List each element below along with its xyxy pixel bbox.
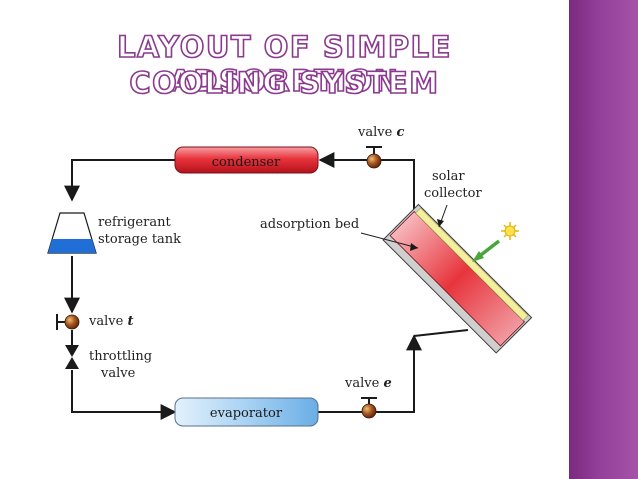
pipe-throttling-to-evaporator	[71, 370, 177, 420]
valve-t-label: valve t	[89, 313, 133, 330]
adsorption-bed-label: adsorption bed	[260, 217, 360, 232]
valve-c-letter: c	[396, 125, 405, 140]
valve-c-label-text: valve	[358, 125, 397, 140]
condenser-unit	[174, 146, 319, 174]
refrigerant-tank	[47, 212, 97, 254]
valve-e-label-text: valve	[345, 376, 384, 391]
condenser-label: condenser	[212, 155, 281, 170]
leader-adsorption-bed-head	[410, 243, 418, 251]
pipe-lines	[64, 152, 469, 420]
slide-title-line-2: COOLING SYSTEM	[129, 65, 440, 101]
solar-collector-label-line1: solar	[432, 169, 465, 184]
valve-e	[361, 397, 377, 419]
valve-t	[56, 314, 80, 330]
decorative-side-bar	[569, 0, 638, 479]
throttling-valve	[65, 345, 79, 369]
solar-collector-assembly	[382, 203, 533, 354]
sun-icon	[501, 222, 519, 240]
valve-t-label-text: valve	[89, 314, 128, 329]
pipe-condenser-to-tank	[64, 159, 175, 202]
pipe-bed-bottom-connector	[413, 329, 469, 337]
refrigerant-liquid	[48, 239, 96, 253]
evaporator-label: evaporator	[210, 406, 283, 421]
pipe-bed-to-condenser	[318, 152, 415, 222]
pipe-evaporator-to-bed	[318, 334, 422, 413]
valve-e-letter: e	[383, 376, 392, 391]
refrigerant-tank-label: refrigerant storage tank	[98, 214, 181, 248]
refrigerant-tank-label-line1: refrigerant	[98, 215, 171, 230]
refrigerant-tank-label-line2: storage tank	[98, 232, 182, 247]
evaporator-unit	[174, 397, 319, 427]
leader-solar-head	[437, 219, 444, 227]
valve-c	[366, 146, 382, 169]
collector-glass	[415, 207, 529, 321]
slide-title-line-1: LAYOUT OF SIMPLE ADSORPTION	[116, 29, 452, 99]
leader-adsorption-bed	[360, 232, 419, 249]
sun-ray-arrowhead	[472, 251, 484, 262]
valve-e-label: valve e	[345, 375, 392, 392]
valve-c-label: valve c	[358, 124, 404, 141]
throttling-valve-label-line2: valve	[101, 366, 136, 381]
cooling-system-diagram: condenser evaporator	[47, 146, 533, 427]
valve-t-letter: t	[127, 314, 134, 329]
throttling-valve-label: throttling valve	[89, 348, 152, 382]
throttling-valve-label-line1: throttling	[89, 349, 153, 364]
solar-collector-label: solar collector	[424, 168, 482, 202]
solar-collector-label-line2: collector	[424, 186, 482, 201]
